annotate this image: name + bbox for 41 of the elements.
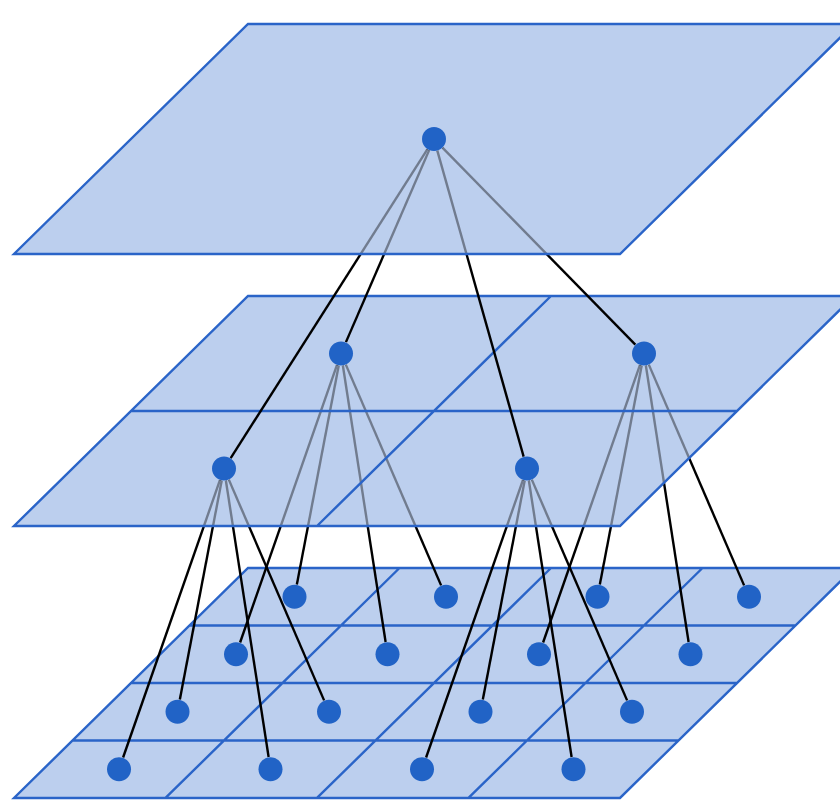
dot	[224, 642, 248, 667]
connector-line	[598, 365, 643, 585]
dot	[632, 341, 656, 366]
connector-line	[424, 479, 525, 758]
dot	[282, 584, 307, 609]
connector-line	[229, 148, 429, 459]
dot	[317, 699, 341, 724]
dot	[515, 456, 539, 481]
connector-line	[295, 365, 340, 585]
dot	[375, 642, 400, 667]
connector-line	[121, 479, 222, 758]
dot	[434, 584, 458, 609]
connector-line	[644, 365, 690, 643]
dot	[258, 757, 283, 782]
connector-line	[224, 480, 270, 758]
dot	[165, 699, 190, 724]
connector-line	[344, 149, 431, 343]
dot	[212, 456, 236, 481]
connector-line	[530, 479, 629, 701]
dot	[527, 642, 551, 667]
dot	[561, 757, 586, 782]
connector-line	[227, 479, 326, 701]
connector-line	[436, 150, 525, 457]
connector-line	[527, 480, 573, 758]
connector-line	[481, 480, 526, 700]
connector-line	[541, 364, 642, 643]
dot	[468, 699, 493, 724]
dot	[737, 584, 761, 609]
connector-line	[238, 364, 339, 643]
dot	[585, 584, 610, 609]
dot	[678, 642, 703, 667]
dot	[107, 757, 131, 782]
connector-line	[441, 147, 637, 346]
dot	[410, 757, 434, 782]
connector-line	[344, 364, 443, 586]
dot	[422, 127, 446, 151]
dot	[620, 699, 644, 724]
connector-line	[341, 365, 387, 643]
connector-line	[647, 364, 746, 586]
connector-line	[178, 480, 223, 700]
dot	[329, 341, 353, 366]
